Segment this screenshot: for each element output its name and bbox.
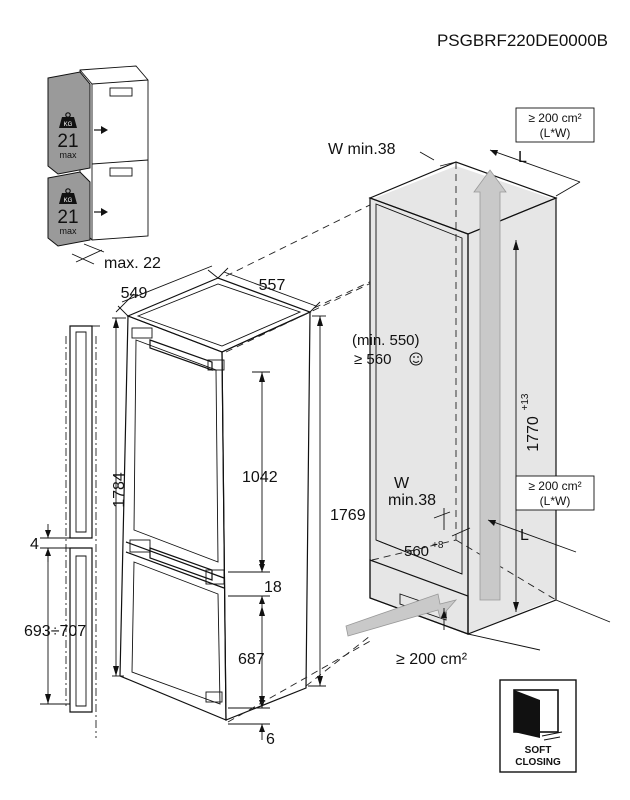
door-offset-label: max. 22 [104, 255, 161, 272]
lower-door-panel [47, 171, 91, 247]
weight-lower-icon: KG [59, 188, 77, 204]
min-width-note: (min. 550) [352, 332, 420, 349]
airflow-base-arrow [345, 593, 458, 637]
top-l-letter: L [518, 149, 527, 166]
smiley-icon [409, 352, 423, 366]
load-value-lower: 21 [57, 207, 78, 228]
niche-depth-tolerance: +8 [432, 540, 444, 551]
door-panel-height-range: 693÷707 [24, 623, 86, 640]
door-gap: 4 [30, 536, 39, 553]
load-max-lower: max [59, 226, 77, 236]
bottom-vent-area: ≥ 200 cm² [528, 479, 581, 493]
niche-height: 1770 [525, 416, 542, 452]
appliance-depth: 549 [121, 285, 148, 302]
lower-door-height: 687 [238, 651, 265, 668]
appliance-width: 557 [259, 277, 286, 294]
door-height: 1784 [111, 472, 128, 508]
side-wall-label: W [394, 475, 410, 492]
upper-door-height: 1042 [242, 469, 278, 486]
base-vent-area: ≥ 200 cm² [396, 651, 468, 668]
furniture-door-profile: 4 693÷707 [24, 325, 100, 738]
overall-height: 1769 [330, 507, 366, 524]
door-shelf-load-illustration: KG 21 max KG 21 max max. 22 [47, 65, 161, 272]
bottom-gap: 6 [266, 731, 275, 748]
load-value-upper: 21 [57, 131, 78, 152]
niche-width: ≥ 560 [354, 351, 391, 368]
weight-upper-icon: KG [59, 112, 77, 128]
bottom-vent-formula: (L*W) [540, 494, 571, 508]
top-vent-area: ≥ 200 cm² [528, 111, 581, 125]
model-code: PSGBRF220DE0000B [437, 31, 608, 50]
niche-drawing: W min.38 L ≥ 200 cm² (L*W) (min. 550) ≥ … [328, 107, 611, 668]
airflow-up-arrow [473, 169, 507, 601]
load-max-upper: max [59, 150, 77, 160]
niche-shadow [370, 166, 556, 634]
soft-closing-door-icon [513, 689, 563, 741]
middle-gap: 18 [264, 579, 282, 596]
niche-depth: 560 [404, 543, 429, 560]
top-wall-label: W min.38 [328, 141, 396, 158]
side-wall-min: min.38 [388, 492, 436, 509]
badge-line1: SOFT [525, 745, 552, 756]
top-vent-formula: (L*W) [540, 126, 571, 140]
kg-unit-upper: KG [64, 122, 73, 128]
kg-unit-lower: KG [64, 198, 73, 204]
bottom-l-letter: L [520, 527, 529, 544]
badge-line2: CLOSING [515, 757, 561, 768]
niche-height-tolerance: +13 [520, 393, 531, 410]
soft-closing-badge: SOFT CLOSING [499, 679, 577, 773]
appliance-drawing: 549 557 1769 1784 1042 18 [111, 265, 366, 748]
